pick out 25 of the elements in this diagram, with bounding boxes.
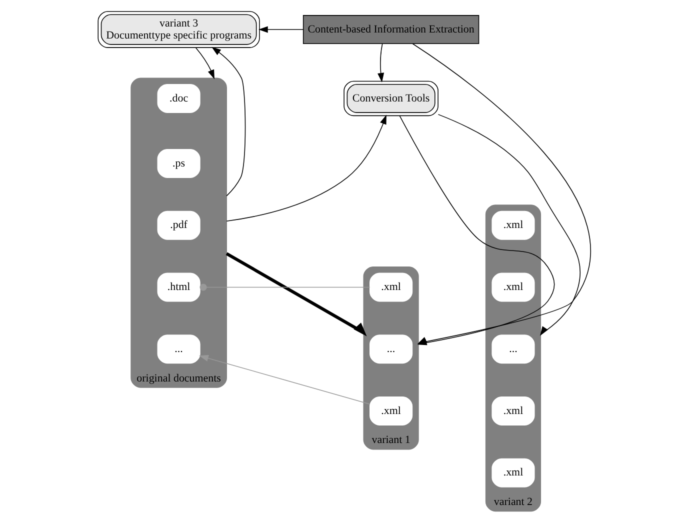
node-box: .ps (156, 148, 200, 178)
arrow (194, 47, 214, 80)
node-box: .xml (369, 396, 412, 426)
node-box: .xml (491, 396, 534, 426)
node-box: .html (156, 272, 200, 302)
node-box: .doc (156, 84, 200, 113)
node-box: .xml (369, 272, 412, 302)
arrow (377, 44, 384, 82)
arrow (226, 114, 386, 222)
node-box: .pdf (156, 210, 200, 240)
arrow (225, 252, 366, 336)
node-box: .xml (491, 458, 534, 488)
arrow (258, 26, 304, 33)
node-box: Conversion Tools (343, 80, 438, 116)
node-box: .xml (491, 272, 534, 302)
node-box: ... (491, 334, 534, 364)
node-box: Content-based Information Extraction (302, 15, 479, 44)
node-box: .xml (491, 210, 534, 240)
arrow (198, 355, 370, 405)
arrow (437, 114, 580, 336)
arrow (211, 46, 246, 196)
node-box: ... (369, 334, 412, 364)
node-box: variant 3 Documenttype specific programs (97, 11, 260, 48)
node-box: ... (156, 334, 200, 364)
connector (199, 284, 370, 291)
